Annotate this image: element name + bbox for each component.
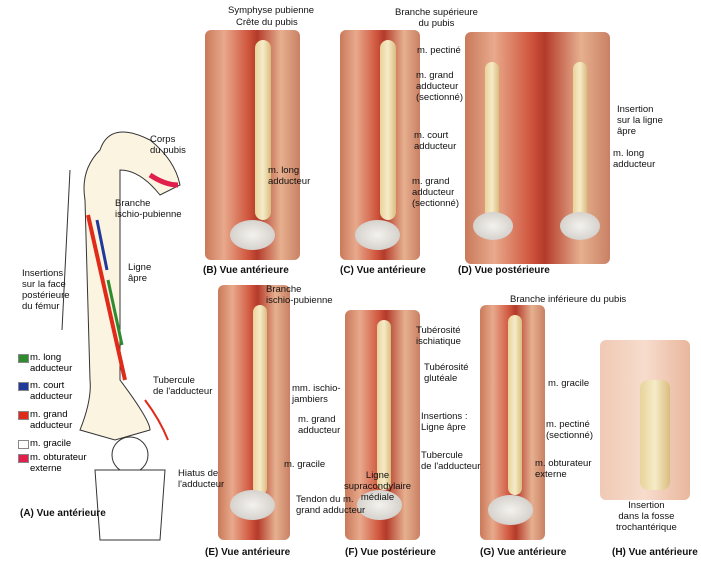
legend-swatch [18,354,29,363]
panel-b-image [205,30,300,260]
label-grand-adducteur-d1: m. grand adducteur (sectionné) [416,70,463,103]
label-branche-superieure: Branche supérieure du pubis [395,7,478,29]
label-long-adducteur-b: m. long adducteur [268,165,311,187]
label-branche-ischio-pubienne: Branche ischio-pubienne [115,198,182,220]
caption-d: (D) Vue postérieure [458,265,550,276]
label-pectine-d: m. pectiné [417,45,461,56]
label-ligne-apre: Ligne âpre [128,262,152,284]
legend-swatch [18,411,29,420]
label-gracile-e: m. gracile [284,459,326,470]
caption-h: (H) Vue antérieure [612,547,698,558]
caption-b: (B) Vue antérieure [203,265,289,276]
label-court-adducteur: m. court adducteur [414,130,457,152]
label-tuberosite-ischiatique: Tubérosité ischiatique [416,325,461,347]
label-gracile-g: m. gracile [548,378,590,389]
panel-g-image [480,305,545,540]
label-ligne-supracondylaire: Ligne supracondylaire médiale [344,470,412,503]
legend-label: m. gracile [30,438,72,449]
legend-swatch [18,440,29,449]
label-corps-pubis: Corps du pubis [150,134,186,156]
panel-d-image [465,32,610,264]
label-tuberosite-glutéale: Tubérosité glutéale [424,362,469,384]
legend-item: m. court adducteur [18,380,72,402]
legend-swatch [18,382,29,391]
legend-item: m. long adducteur [18,352,72,374]
label-crete-pubis: Crête du pubis [236,17,298,28]
legend-item: m. grand adducteur [18,409,72,431]
label-pectine-h: m. pectiné (sectionné) [546,419,593,441]
label-tubercule: Tubercule de l'adducteur [153,375,213,397]
legend-item: m. obturateur externe [18,452,87,474]
label-long-adducteur-d: m. long adducteur [613,148,656,170]
label-insertion-ligne-apre: Insertion sur la ligne âpre [617,104,663,137]
label-grand-adducteur-d2: m. grand adducteur (sectionné) [412,176,459,209]
label-insertions: Insertions sur la face postérieure du fé… [22,268,70,312]
panel-h-image [600,340,690,500]
legend-label: m. long adducteur [30,352,73,374]
label-ischio-jambiers: mm. ischio- jambiers [292,383,341,405]
caption-f: (F) Vue postérieure [345,547,436,558]
label-hiatus: Hiatus de l'adducteur [178,468,225,490]
panel-c-image [340,30,420,260]
legend-item: m. gracile [18,438,71,449]
caption-e: (E) Vue antérieure [205,547,291,558]
caption-g: (G) Vue antérieure [480,547,567,558]
label-obturateur-externe: m. obturateur externe [535,458,592,480]
panel-f-image [345,310,420,540]
legend-label: m. court adducteur [30,380,73,402]
label-tubercule-f: Tubercule de l'adducteur [421,450,481,472]
label-branche-ischio-e: Branche ischio-pubienne [266,284,333,306]
panel-e-image [218,285,290,540]
label-symphyse-pubienne: Symphyse pubienne [228,5,315,16]
label-branche-inferieure: Branche inférieure du pubis [510,294,627,305]
label-insertion-fosse: Insertion dans la fosse trochantérique [616,500,677,533]
legend-label: m. obturateur externe [30,452,87,474]
label-insertions-f: Insertions : Ligne âpre [421,411,468,433]
caption-c: (C) Vue antérieure [340,265,426,276]
label-tendon: Tendon du m. grand adducteur [296,494,366,516]
legend-label: m. grand adducteur [30,409,73,431]
label-grand-adducteur-e: m. grand adducteur [298,414,341,436]
legend-swatch [18,454,29,463]
caption-a: (A) Vue antérieure [20,508,106,519]
